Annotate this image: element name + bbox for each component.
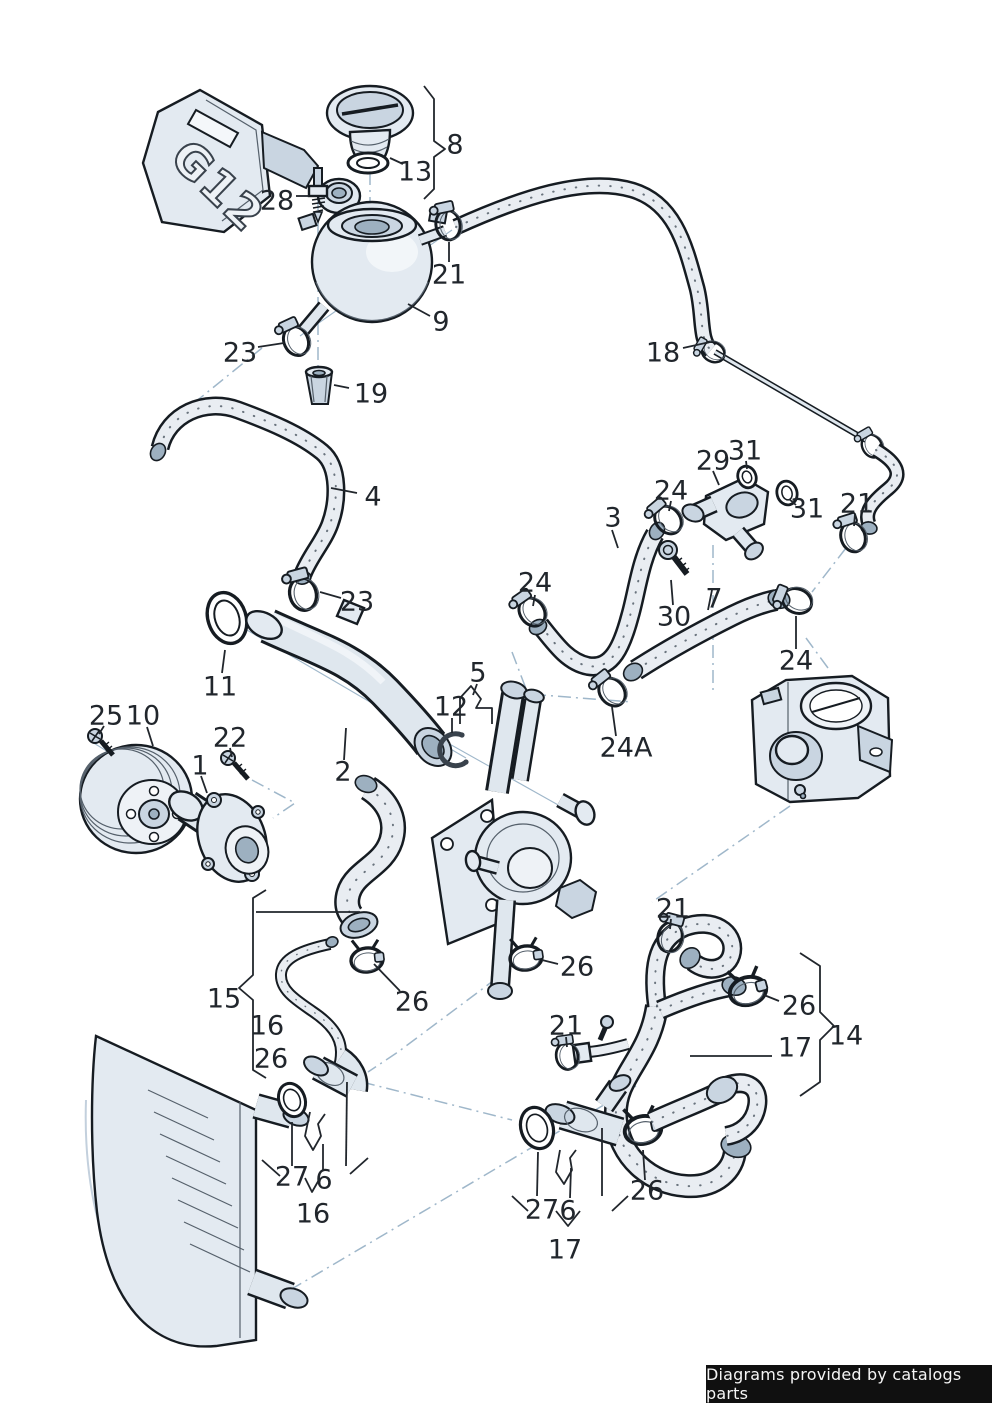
- callout-30: 30: [656, 601, 692, 633]
- bolt-25: [87, 728, 115, 757]
- footer-credit-text: Diagrams provided by catalogs parts: [706, 1365, 962, 1403]
- callout-29: 29: [695, 445, 731, 477]
- plug-19: [304, 365, 334, 405]
- callout-25: 25: [88, 700, 124, 732]
- callout-16: 16: [249, 1010, 285, 1042]
- callout-26: 26: [253, 1043, 289, 1075]
- callout-26: 26: [394, 986, 430, 1018]
- callout-26: 26: [781, 990, 817, 1022]
- group-brackets: [238, 85, 835, 1227]
- hose-16-elbow: [334, 774, 407, 939]
- callout-13: 13: [397, 156, 433, 188]
- clip-6-center: [555, 1149, 577, 1185]
- callout-9: 9: [432, 306, 450, 338]
- throttle-body: [750, 674, 894, 804]
- water-pump-1: [168, 790, 270, 883]
- callout-23: 23: [339, 586, 375, 618]
- callout-18: 18: [645, 337, 681, 369]
- callout-31: 31: [789, 493, 825, 525]
- callout-8: 8: [446, 129, 464, 161]
- callout-27: 27: [524, 1194, 560, 1226]
- callout-5: 5: [469, 657, 487, 689]
- hose-4: [149, 396, 346, 585]
- callout-6: 6: [315, 1164, 333, 1196]
- callout-21: 21: [839, 488, 875, 520]
- oring-11: [205, 590, 249, 646]
- callout-24: 24: [653, 475, 689, 507]
- clip-6-left: [304, 1111, 326, 1151]
- valve-29: [681, 476, 770, 561]
- callout-4: 4: [364, 481, 382, 513]
- callout-24A: 24A: [599, 732, 653, 764]
- callout-24: 24: [778, 645, 814, 677]
- callout-6: 6: [559, 1195, 577, 1227]
- callout-12: 12: [433, 691, 469, 723]
- callout-26: 26: [629, 1175, 665, 1207]
- oring-31-right: [775, 479, 799, 507]
- callout-23: 23: [222, 337, 258, 369]
- callout-21: 21: [548, 1010, 584, 1042]
- callout-16: 16: [295, 1198, 331, 1230]
- callout-14: 14: [828, 1020, 864, 1052]
- callout-7: 7: [705, 583, 723, 615]
- screw-30: [658, 540, 690, 576]
- callout-21: 21: [431, 259, 467, 291]
- hose-17-elbow: [647, 1073, 768, 1146]
- expansion-tank: [297, 200, 449, 336]
- callout-31: 31: [727, 435, 763, 467]
- stud-28: [307, 167, 329, 225]
- callout-11: 11: [202, 671, 238, 703]
- footer-credit-bar: Diagrams provided by catalogs parts: [706, 1365, 992, 1403]
- bracket-5: [459, 685, 493, 724]
- callout-21: 21: [655, 893, 691, 925]
- callout-3: 3: [604, 502, 622, 534]
- callout-10: 10: [125, 700, 161, 732]
- oring-27-left: [276, 1081, 308, 1119]
- t-connector-17: [544, 1074, 632, 1147]
- callout-28: 28: [259, 185, 295, 217]
- callout-17: 17: [777, 1032, 813, 1064]
- seal-ring-13: [346, 151, 390, 175]
- callout-1: 1: [191, 750, 209, 782]
- y-hose-17: [571, 913, 752, 1199]
- callout-2: 2: [334, 756, 352, 788]
- pipe-2: [245, 598, 453, 767]
- callout-26: 26: [559, 951, 595, 983]
- oring-31-left: [736, 464, 758, 490]
- hose-7: [622, 588, 791, 682]
- callout-22: 22: [212, 722, 248, 754]
- callout-27: 27: [274, 1161, 310, 1193]
- callout-15: 15: [206, 983, 242, 1015]
- oring-27-center: [518, 1105, 556, 1151]
- callout-17: 17: [547, 1234, 583, 1266]
- leader-lines: [98, 157, 856, 1199]
- callout-19: 19: [353, 378, 389, 410]
- hose-18: [452, 177, 905, 535]
- filler-cap: [325, 84, 415, 160]
- snap-ring-12: [437, 731, 469, 769]
- thermostat-assembly: [430, 680, 598, 1000]
- callout-24: 24: [517, 567, 553, 599]
